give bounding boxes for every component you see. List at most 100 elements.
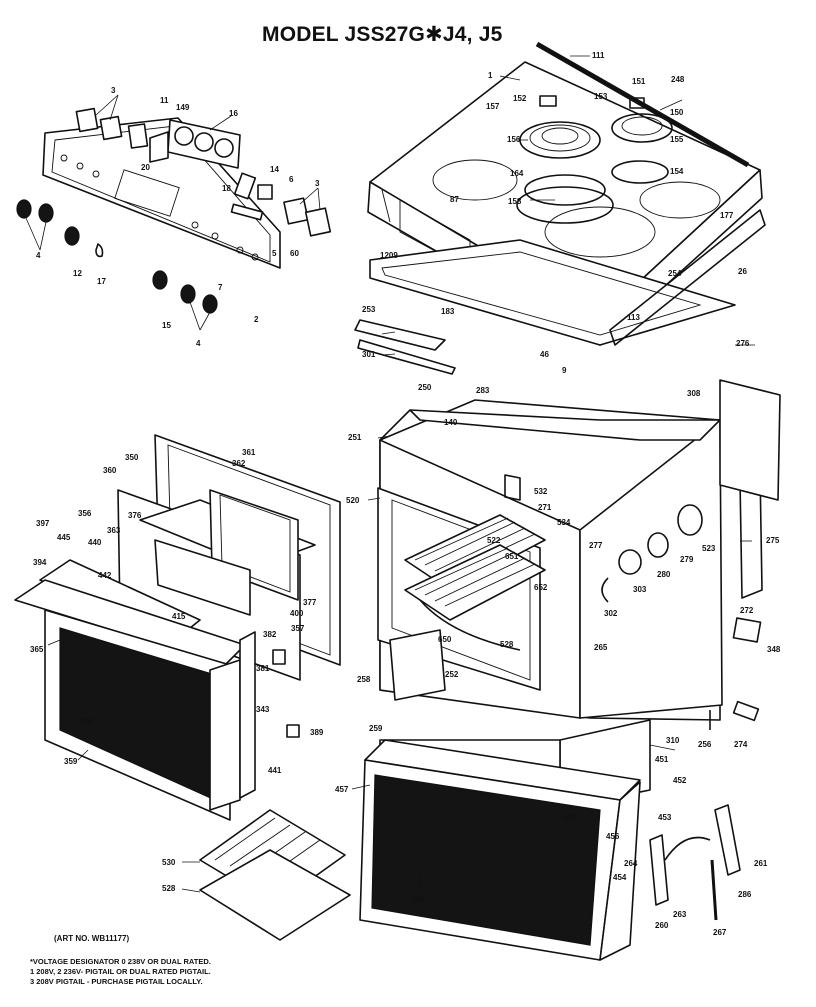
part-label: 350 — [125, 453, 139, 462]
part-label: 451 — [655, 755, 669, 764]
part-label: 528 — [162, 884, 176, 893]
part-label: 272 — [740, 606, 754, 615]
part-label: 362 — [232, 459, 246, 468]
part-label: 277 — [589, 541, 603, 550]
drawer-assembly — [359, 719, 651, 961]
part-label: 11 — [160, 96, 169, 105]
part-label: 248 — [671, 75, 685, 84]
part-label: 140 — [444, 418, 458, 427]
leader-lines — [25, 55, 755, 893]
part-label: 376 — [128, 511, 142, 520]
part-label: 286 — [738, 890, 752, 899]
note-line: *VOLTAGE DESIGNATOR 0 238V OR DUAL RATED… — [30, 957, 211, 966]
part-label: 522 — [487, 536, 501, 545]
part-label: 261 — [754, 859, 768, 868]
part-label: 279 — [680, 555, 694, 564]
part-label: 302 — [604, 609, 618, 618]
part-label: 253 — [362, 305, 376, 314]
part-label: 348 — [767, 645, 781, 654]
part-label: 445 — [57, 533, 71, 542]
part-label: 14 — [270, 165, 279, 174]
part-label: 442 — [98, 571, 112, 580]
part-label: 164 — [510, 169, 524, 178]
part-label: 389 — [310, 728, 324, 737]
part-label: 458 — [411, 895, 425, 904]
part-label: 2 — [254, 315, 259, 324]
part-label: 250 — [418, 383, 432, 392]
part-label: 152 — [513, 94, 527, 103]
part-label: 357 — [291, 624, 305, 633]
part-label: 26 — [738, 267, 747, 276]
note-line: 1 208V, 2 236V- PIGTAIL OR DUAL RATED PI… — [30, 967, 211, 976]
part-label: 520 — [346, 496, 360, 505]
part-label: 183 — [441, 307, 455, 316]
part-label: 4 — [36, 251, 41, 260]
part-label: 1 — [488, 71, 493, 80]
part-label: 650 — [438, 635, 452, 644]
part-label: 652 — [534, 583, 548, 592]
part-label: 415 — [172, 612, 186, 621]
part-label: 177 — [720, 211, 734, 220]
clock-timer-assembly — [149, 119, 241, 169]
part-label: 303 — [633, 585, 647, 594]
part-label: 154 — [670, 167, 684, 176]
part-label: 7 — [218, 283, 223, 292]
part-label: 360 — [103, 466, 117, 475]
part-label: 150 — [670, 108, 684, 117]
part-label: 16 — [229, 109, 238, 118]
part-label: 343 — [256, 705, 270, 714]
part-label: 283 — [476, 386, 490, 395]
part-label: 530 — [162, 858, 176, 867]
part-label: 523 — [702, 544, 716, 553]
part-label: 3 — [111, 86, 116, 95]
part-label: 20 — [141, 163, 150, 172]
part-label: 258 — [357, 675, 371, 684]
part-label: 274 — [734, 740, 748, 749]
part-label: 3 — [315, 179, 320, 188]
part-label: 356 — [78, 509, 92, 518]
part-label: 156 — [507, 135, 521, 144]
part-label: 113 — [627, 313, 640, 322]
part-label: 17 — [97, 277, 106, 286]
part-label: 153 — [594, 92, 608, 101]
part-label: 453 — [658, 813, 672, 822]
part-label: 5 — [272, 249, 277, 258]
part-label: 301 — [362, 350, 376, 359]
part-label: 532 — [534, 487, 548, 496]
part-label: 251 — [348, 433, 362, 442]
part-label: 60 — [290, 249, 299, 258]
oven-door-assembly — [14, 434, 341, 821]
part-label: 157 — [486, 102, 500, 111]
part-label: 265 — [594, 643, 608, 652]
part-label: 4 — [196, 339, 201, 348]
part-label: 528 — [500, 640, 514, 649]
part-label: 275 — [766, 536, 780, 545]
part-label: 308 — [687, 389, 701, 398]
model-title: MODEL JSS27G✱J4, J5 — [262, 23, 503, 46]
part-number-labels: 3 11 149 16 20 14 18 6 3 5 60 4 12 17 7 … — [30, 51, 781, 937]
part-label: 155 — [670, 135, 684, 144]
part-label: 454 — [613, 873, 627, 882]
part-label: 280 — [657, 570, 671, 579]
part-label: 365 — [30, 645, 44, 654]
part-label: 149 — [176, 103, 190, 112]
part-label: 6 — [289, 175, 294, 184]
oven-side-parts — [389, 379, 781, 730]
part-label: 151 — [632, 77, 646, 86]
oven-racks — [404, 474, 546, 651]
part-label: 457 — [335, 785, 349, 794]
part-label: 534 — [557, 518, 571, 527]
part-label: 260 — [655, 921, 669, 930]
part-label: 1209 — [380, 251, 398, 260]
part-label: 87 — [450, 195, 459, 204]
part-label: 440 — [88, 538, 102, 547]
part-label: 377 — [303, 598, 317, 607]
part-label: 397 — [36, 519, 50, 528]
art-number: (ART NO. WB11177) — [54, 934, 130, 943]
part-label: 267 — [713, 928, 727, 937]
surface-elements — [516, 41, 750, 224]
main-top-frame — [354, 209, 766, 375]
part-label: 441 — [268, 766, 282, 775]
note-line: 3 208V PIGTAIL - PURCHASE PIGTAIL LOCALL… — [30, 977, 203, 986]
